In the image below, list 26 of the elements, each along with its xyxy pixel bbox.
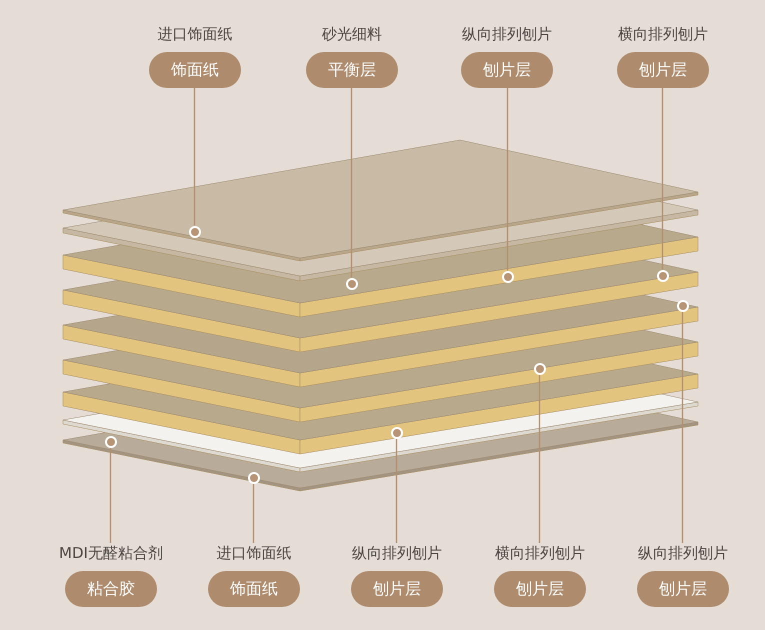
- layer-label-pill: 刨片层: [351, 571, 443, 607]
- layer-label-pill: 刨片层: [617, 52, 709, 88]
- layer-label-pill: 刨片层: [494, 571, 586, 607]
- layer-caption: 进口饰面纸: [216, 543, 292, 563]
- leader-line: [194, 88, 196, 226]
- leader-line: [396, 438, 398, 543]
- layer-label-pill: 平衡层: [306, 52, 398, 88]
- layer-caption: 纵向排列刨片: [352, 543, 442, 563]
- layer-label-pill: 刨片层: [461, 52, 553, 88]
- layer-label-pill: 刨片层: [637, 571, 729, 607]
- leader-line: [252, 484, 254, 543]
- layer-caption: 纵向排列刨片: [462, 24, 552, 44]
- layer-label-pill: 饰面纸: [208, 571, 300, 607]
- layer-caption: 纵向排列刨片: [638, 543, 728, 563]
- layer-label-pill: 粘合胶: [65, 571, 157, 607]
- leader-line: [110, 448, 112, 543]
- layer-caption: 横向排列刨片: [618, 24, 708, 44]
- layer-caption: 进口饰面纸: [158, 24, 232, 44]
- leader-line: [350, 88, 352, 278]
- leader-line: [506, 88, 508, 270]
- leader-line: [682, 312, 684, 543]
- layer-caption: 砂光细料: [322, 24, 382, 44]
- layer-caption: MDI无醛粘合剂: [59, 543, 163, 563]
- layer-caption: 横向排列刨片: [495, 543, 585, 563]
- leader-line: [538, 374, 540, 543]
- layer-label-pill: 饰面纸: [149, 52, 241, 88]
